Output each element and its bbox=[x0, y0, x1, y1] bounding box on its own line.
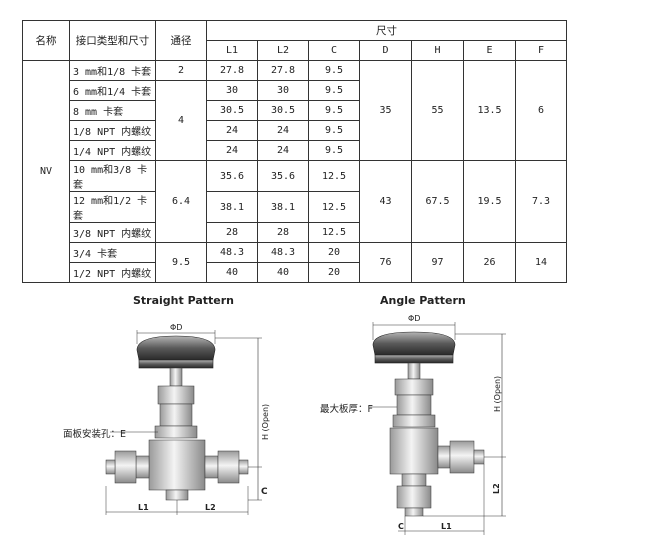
straight-dim-l2: L2 bbox=[205, 503, 216, 512]
angle-bonnet bbox=[394, 378, 434, 396]
straight-handle-grip bbox=[138, 359, 214, 369]
angle-handle bbox=[372, 331, 456, 356]
angle-dim-l2: L2 bbox=[492, 483, 501, 494]
c-cell: 12.5 bbox=[308, 160, 360, 192]
straight-dim-c: C bbox=[261, 487, 268, 497]
angle-bottom-nut bbox=[396, 485, 432, 509]
straight-dim-h: H (Open) bbox=[261, 404, 270, 440]
straight-body bbox=[148, 439, 206, 491]
l2-cell: 35.6 bbox=[257, 160, 309, 192]
angle-handle-grip bbox=[374, 354, 454, 364]
spec-table: 名称 接口类型和尺寸 通径 尺寸 L1 L2 C D H E F NV 3 mm… bbox=[22, 20, 567, 283]
table-row: 3/8 NPT 内螺纹 28 28 12.5 bbox=[23, 222, 567, 243]
table-row: 1/8 NPT 内螺纹 24 24 9.5 bbox=[23, 120, 567, 141]
angle-side-nut bbox=[449, 440, 475, 474]
c-cell: 12.5 bbox=[308, 191, 360, 223]
panel-hole-label: 面板安装孔：E bbox=[63, 429, 127, 440]
d-cell: 76 bbox=[359, 242, 412, 283]
plate-thickness-label: 最大板厚：F bbox=[320, 404, 373, 415]
angle-dim-d: ΦD bbox=[408, 314, 420, 323]
straight-valve-drawing: ΦD H (Open) C L1 L2 bbox=[105, 323, 270, 515]
angle-dim-h: H (Open) bbox=[493, 376, 502, 412]
c-cell: 20 bbox=[308, 262, 360, 283]
l1-cell: 40 bbox=[206, 262, 258, 283]
straight-right-nut bbox=[217, 450, 240, 484]
angle-body bbox=[389, 427, 439, 475]
conn-cell: 10 mm和3/8 卡套 bbox=[69, 160, 156, 192]
table-row: NV 3 mm和1/8 卡套 2 27.8 27.8 9.5 35 55 13.… bbox=[22, 60, 567, 283]
angle-panel-nut bbox=[392, 414, 436, 428]
e-cell: 26 bbox=[463, 242, 516, 283]
h-cell: 97 bbox=[411, 242, 464, 283]
angle-dim-l1: L1 bbox=[441, 522, 452, 531]
angle-pattern-title: Angle Pattern bbox=[380, 294, 466, 307]
straight-pattern-title: Straight Pattern bbox=[133, 294, 235, 307]
f-cell: 6 bbox=[515, 60, 567, 161]
straight-panel-nut bbox=[154, 425, 198, 439]
bore-cell: 4 bbox=[155, 80, 207, 161]
header-name: 名称 bbox=[22, 20, 70, 61]
straight-dim-d: ΦD bbox=[170, 323, 182, 332]
straight-handle bbox=[136, 335, 216, 361]
f-cell: 14 bbox=[515, 242, 567, 283]
straight-bonnet bbox=[157, 385, 195, 405]
conn-cell: 1/2 NPT 内螺纹 bbox=[69, 262, 156, 283]
table-row: 3/4 卡套 9.5 48.3 48.3 20 76 97 26 14 bbox=[23, 242, 567, 283]
bore-cell: 9.5 bbox=[155, 242, 207, 283]
e-cell: 13.5 bbox=[463, 60, 516, 161]
c-cell: 9.5 bbox=[308, 140, 360, 161]
table-row: 12 mm和1/2 卡套 38.1 38.1 12.5 bbox=[23, 191, 567, 223]
conn-cell: 12 mm和1/2 卡套 bbox=[69, 191, 156, 223]
straight-left-nut bbox=[114, 450, 137, 484]
header-conn: 接口类型和尺寸 bbox=[69, 20, 156, 61]
table-row: 1/2 NPT 内螺纹 40 40 20 bbox=[23, 262, 567, 283]
angle-dim-c: C bbox=[398, 522, 404, 531]
f-cell: 7.3 bbox=[515, 160, 567, 243]
angle-valve-drawing: ΦD H (Open) L2 L1 C bbox=[370, 314, 506, 535]
straight-dim-l1: L1 bbox=[138, 503, 149, 512]
table-row: 8 mm 卡套 30.5 30.5 9.5 bbox=[23, 100, 567, 121]
